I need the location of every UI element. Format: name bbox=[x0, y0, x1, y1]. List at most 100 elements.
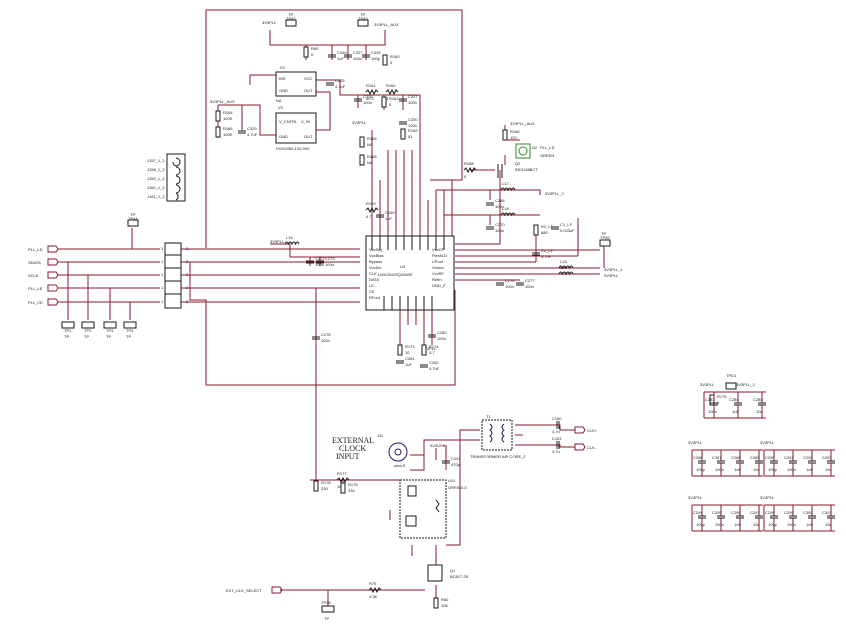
component-value: 0.033uF bbox=[560, 228, 575, 233]
svg-text:VccRF: VccRF bbox=[432, 271, 445, 276]
component-value: 4.7n bbox=[552, 449, 560, 454]
svg-text:TRANSFORMER AIR CORE_2: TRANSFORMER AIR CORE_2 bbox=[470, 454, 526, 459]
transistor-q1: Q1 BC817-25 bbox=[427, 564, 469, 582]
component-value: 100n bbox=[437, 336, 446, 341]
svg-text:RFout: RFout bbox=[369, 295, 381, 300]
testpoint-tp42: TP TP42 bbox=[285, 12, 297, 27]
component-l16: L16 bbox=[284, 235, 300, 246]
svg-text:sma-3: sma-3 bbox=[394, 463, 406, 468]
component-ref: R80 bbox=[441, 597, 449, 602]
component-value: 1uF bbox=[385, 216, 392, 221]
component-c1-lf: C1_LF0.033uF bbox=[551, 222, 575, 233]
testpoint-tp45: TP TP45 bbox=[599, 231, 611, 247]
svg-text:EXTERNAL: EXTERNAL bbox=[332, 436, 374, 445]
component-ref: R169 bbox=[408, 128, 418, 133]
status-led: D2 PLL_LD GREEN bbox=[515, 143, 555, 159]
svg-text:1: 1 bbox=[161, 259, 164, 264]
svg-text:GREEN: GREEN bbox=[540, 153, 554, 158]
testpoint-tp44: TP TP44 bbox=[127, 212, 139, 227]
svg-text:1: 1 bbox=[161, 246, 164, 251]
svg-text:VccDiv: VccDiv bbox=[369, 265, 381, 270]
component-value: 100n bbox=[321, 338, 330, 343]
decoupling-net: 3V3PLL bbox=[700, 382, 715, 387]
component-ref: C327 bbox=[353, 50, 363, 55]
component-ref: C2_LF bbox=[541, 248, 554, 253]
regulator-v2: V2 BIS VCC GND OUT NA bbox=[275, 65, 317, 103]
component-value: 4.7uF bbox=[335, 84, 346, 89]
component-value: 4.7 bbox=[429, 350, 435, 355]
component-l17: L17 bbox=[500, 181, 516, 192]
ic-ref: U3 bbox=[400, 264, 406, 269]
svg-text:BIS: BIS bbox=[279, 76, 286, 81]
connector-label: J160_1_2 bbox=[147, 185, 165, 190]
decoupling-cap-value: 10u bbox=[825, 467, 832, 472]
svg-text:TP: TP bbox=[288, 12, 293, 17]
decoupling-cap-value: 10u bbox=[753, 522, 760, 527]
svg-text:DATA: DATA bbox=[369, 277, 379, 282]
svg-text:CE: CE bbox=[369, 289, 375, 294]
port-clk-minus: CLK- bbox=[574, 443, 597, 451]
component-value: 100n bbox=[408, 100, 417, 105]
connector-label: J157_1_2 bbox=[147, 158, 165, 163]
svg-text:J11: J11 bbox=[377, 433, 384, 438]
svg-text:3V3PLL: 3V3PLL bbox=[422, 346, 437, 351]
component-ref: C277 bbox=[525, 278, 535, 283]
jumper-block: 11 11 1 22 22 2 bbox=[161, 242, 189, 309]
component-value: 1uF bbox=[337, 56, 344, 61]
header-connectors: J157_1_2 J158_1_2 J159_1_2 J160_1_2 J161… bbox=[147, 153, 186, 202]
component-value: 100n bbox=[505, 284, 514, 289]
component-value: 470p bbox=[451, 462, 461, 467]
transformer-t1: T1 TRANSFORMER AIR CORE_2 bbox=[470, 414, 526, 459]
svg-text:1: 1 bbox=[161, 285, 164, 290]
svg-text:LE: LE bbox=[369, 283, 374, 288]
component-value: 40.2 bbox=[366, 96, 375, 101]
component-value: 0 bbox=[464, 174, 467, 179]
svg-text:V3: V3 bbox=[278, 105, 284, 110]
svg-text:TP: TP bbox=[64, 334, 69, 339]
svg-text:TP43: TP43 bbox=[358, 16, 368, 21]
decoupling-cap-ref: C300 bbox=[803, 510, 813, 515]
component-ref: C1_LF bbox=[560, 222, 573, 227]
ic-part: LMX2541SQ2060E bbox=[378, 272, 413, 277]
component-value: 0 bbox=[717, 400, 720, 405]
decoupling-cap-value: 100p bbox=[768, 467, 778, 472]
svg-text:3V3PLL: 3V3PLL bbox=[262, 20, 277, 25]
svg-text:TP: TP bbox=[106, 334, 111, 339]
decoupling-cap-ref: C290 bbox=[765, 455, 775, 460]
component-ref: R166 bbox=[223, 126, 233, 131]
svg-text:2: 2 bbox=[186, 285, 189, 290]
connector-row-2 bbox=[175, 166, 181, 176]
component-value: 4.7uF bbox=[429, 366, 440, 371]
component-ref: C328 bbox=[371, 50, 381, 55]
component-ref: C326 bbox=[363, 94, 373, 99]
decoupling-cap-ref: C297 bbox=[750, 510, 760, 515]
connector-row-3 bbox=[175, 175, 181, 185]
svg-text:TP: TP bbox=[84, 334, 89, 339]
component-value: 4.7n bbox=[552, 429, 560, 434]
port-pll-ld: PLL_LD bbox=[28, 245, 59, 253]
component-ref: R174 bbox=[429, 344, 439, 349]
component-l18: L18 bbox=[500, 206, 516, 217]
svg-text:1: 1 bbox=[161, 272, 164, 277]
svg-text:1: 1 bbox=[161, 299, 164, 304]
